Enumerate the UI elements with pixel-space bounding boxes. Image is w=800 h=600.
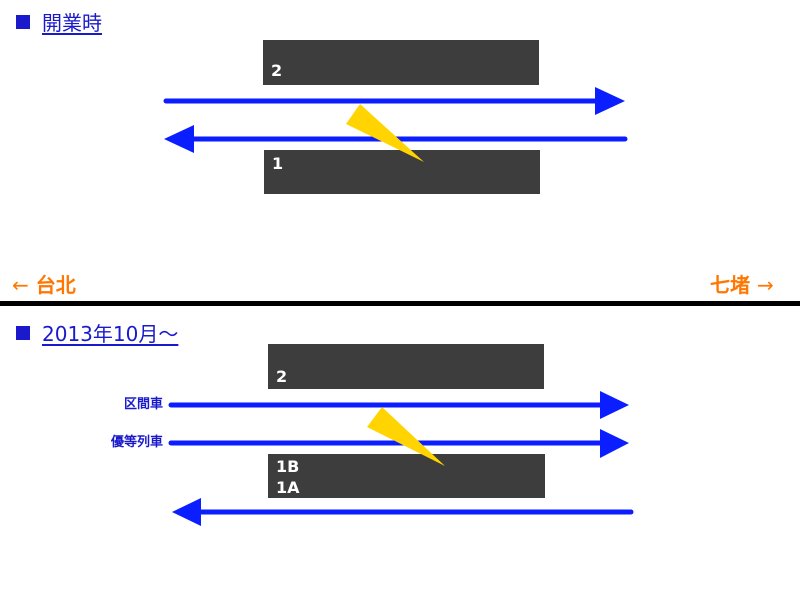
platform-2-label: 2 [271,61,283,80]
crossover-switch-current [367,407,445,466]
left-arrow-icon: ← [12,273,29,297]
track-eastbound-opening [163,87,625,115]
crossover-switch-opening [346,104,424,162]
track-express [168,429,629,458]
section-divider [0,301,800,306]
square-bullet-icon [16,15,30,29]
track-westbound-current [172,498,634,526]
platform-1-current: 1B 1A [268,454,545,498]
platform-1-opening: 1 [264,150,540,194]
platform-1-label: 1 [272,154,284,173]
right-arrow-icon: → [756,273,774,297]
track-local [168,391,629,419]
track-westbound-opening [164,125,628,153]
direction-qidu: 七堵 → [710,273,774,297]
platform-2-opening: 2 [263,40,539,85]
platform-1b-label: 1B [276,457,300,476]
platform-2-current: 2 [268,344,544,389]
direction-taipei-label: 台北 [35,273,76,297]
section-title-opening: 開業時 [12,11,102,35]
direction-qidu-label: 七堵 [710,273,750,297]
track-label-express: 優等列車 [110,435,163,450]
track-label-local: 区間車 [123,397,163,412]
section-title-opening-text: 開業時 [42,11,102,35]
platform-1a-label: 1A [276,478,300,497]
square-bullet-icon [16,326,30,340]
section-title-2013-text: 2013年10月～ [42,322,179,346]
platform-2-current-label: 2 [276,367,288,386]
direction-taipei: ← 台北 [12,273,76,297]
section-title-2013: 2013年10月～ [12,322,178,346]
